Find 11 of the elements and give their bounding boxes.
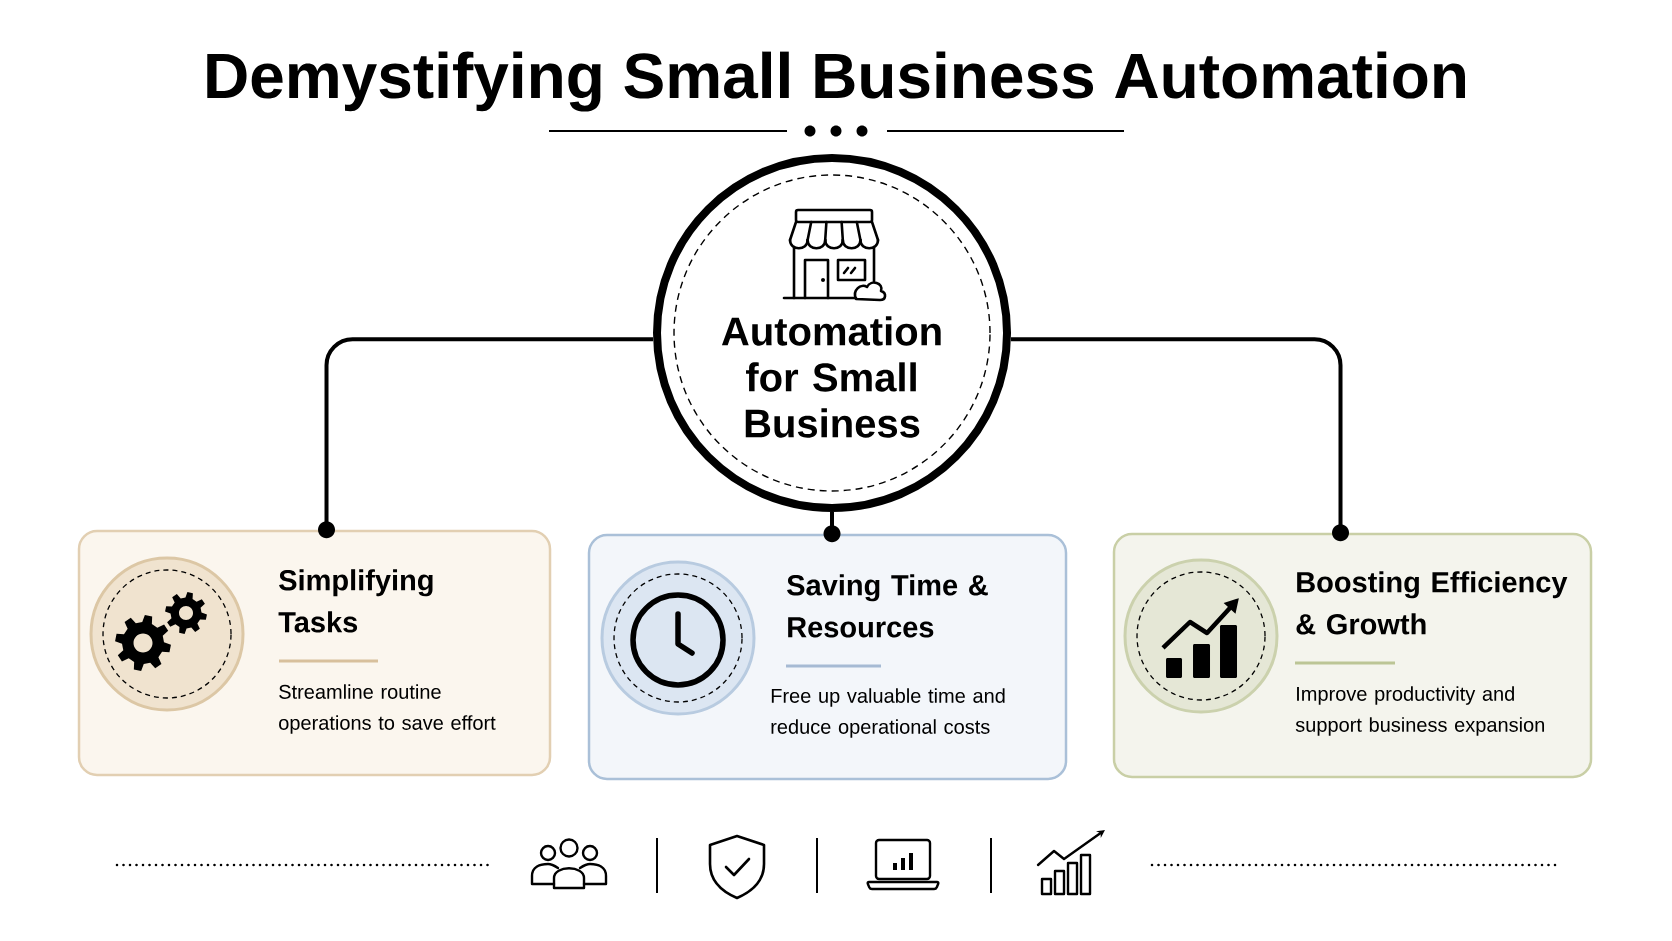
card-description: Improve productivity and support business expansion <box>1295 686 1544 736</box>
card-heading: Boosting Efficiency & Growth <box>1296 571 1568 635</box>
card-description: Free up valuable time and reduce operational costs <box>771 688 1005 738</box>
connector <box>318 337 654 539</box>
card-description: Streamline routine operations to save effort <box>279 684 496 734</box>
connector <box>1010 337 1349 542</box>
card-heading: Simplifying Tasks <box>278 569 433 633</box>
title: Demystifying Small Business Automation <box>207 51 1465 112</box>
hub-label: Automation for Small Business <box>721 316 941 438</box>
card-heading: Saving Time & Resources <box>787 574 988 638</box>
connector <box>823 512 841 543</box>
